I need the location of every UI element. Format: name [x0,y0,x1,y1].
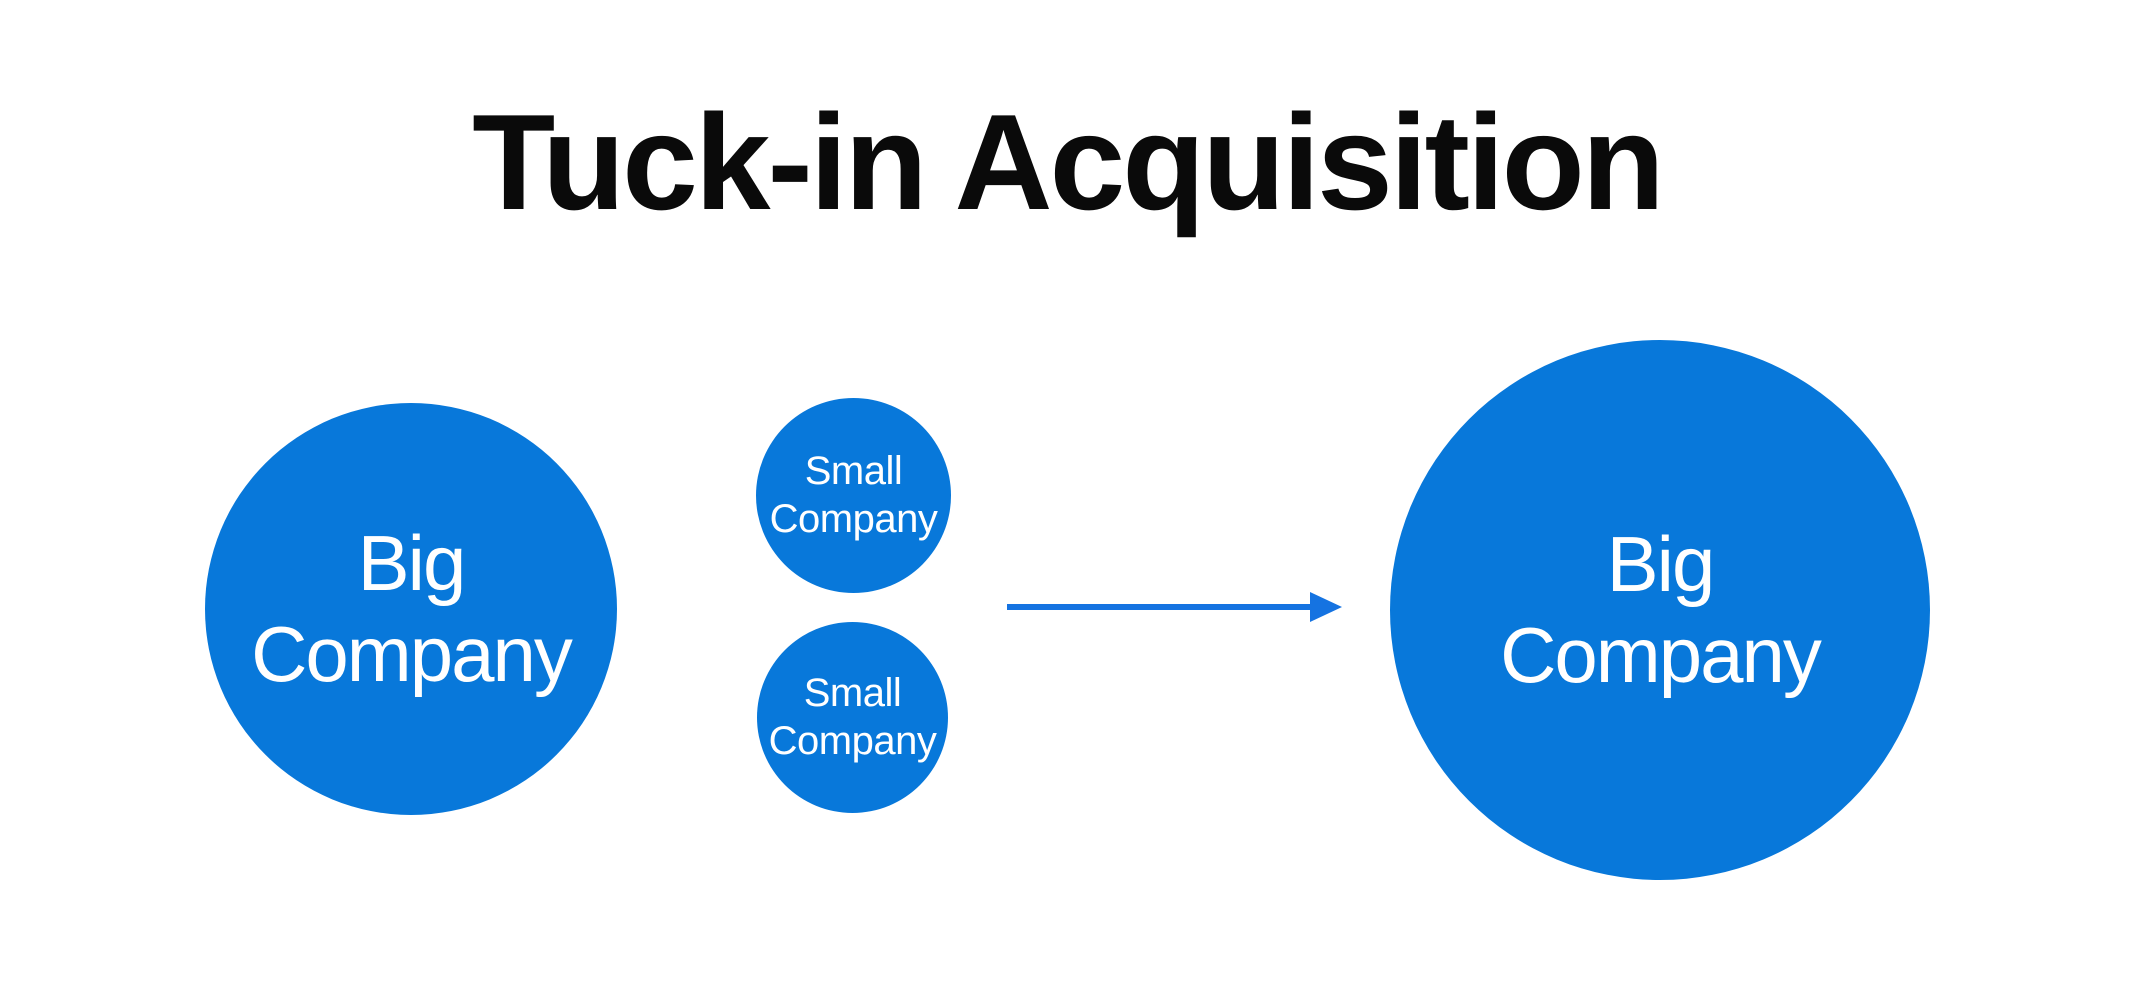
small-company-circle-bottom: Small Company [757,622,948,813]
small-company-circle-top: Small Company [756,398,951,593]
big-company-circle-before: Big Company [205,403,617,815]
acquisition-arrow [1007,592,1342,622]
big-company-circle-after: Big Company [1390,340,1930,880]
arrow-line [1007,604,1311,610]
small-company-label-bottom: Small Company [768,671,937,763]
diagram-title: Tuck-in Acquisition [472,86,1665,238]
big-company-label-before: Big Company [251,518,573,698]
right-arrow-icon [1310,592,1342,622]
small-company-label-top: Small Company [769,449,938,541]
big-company-label-after: Big Company [1500,519,1822,699]
